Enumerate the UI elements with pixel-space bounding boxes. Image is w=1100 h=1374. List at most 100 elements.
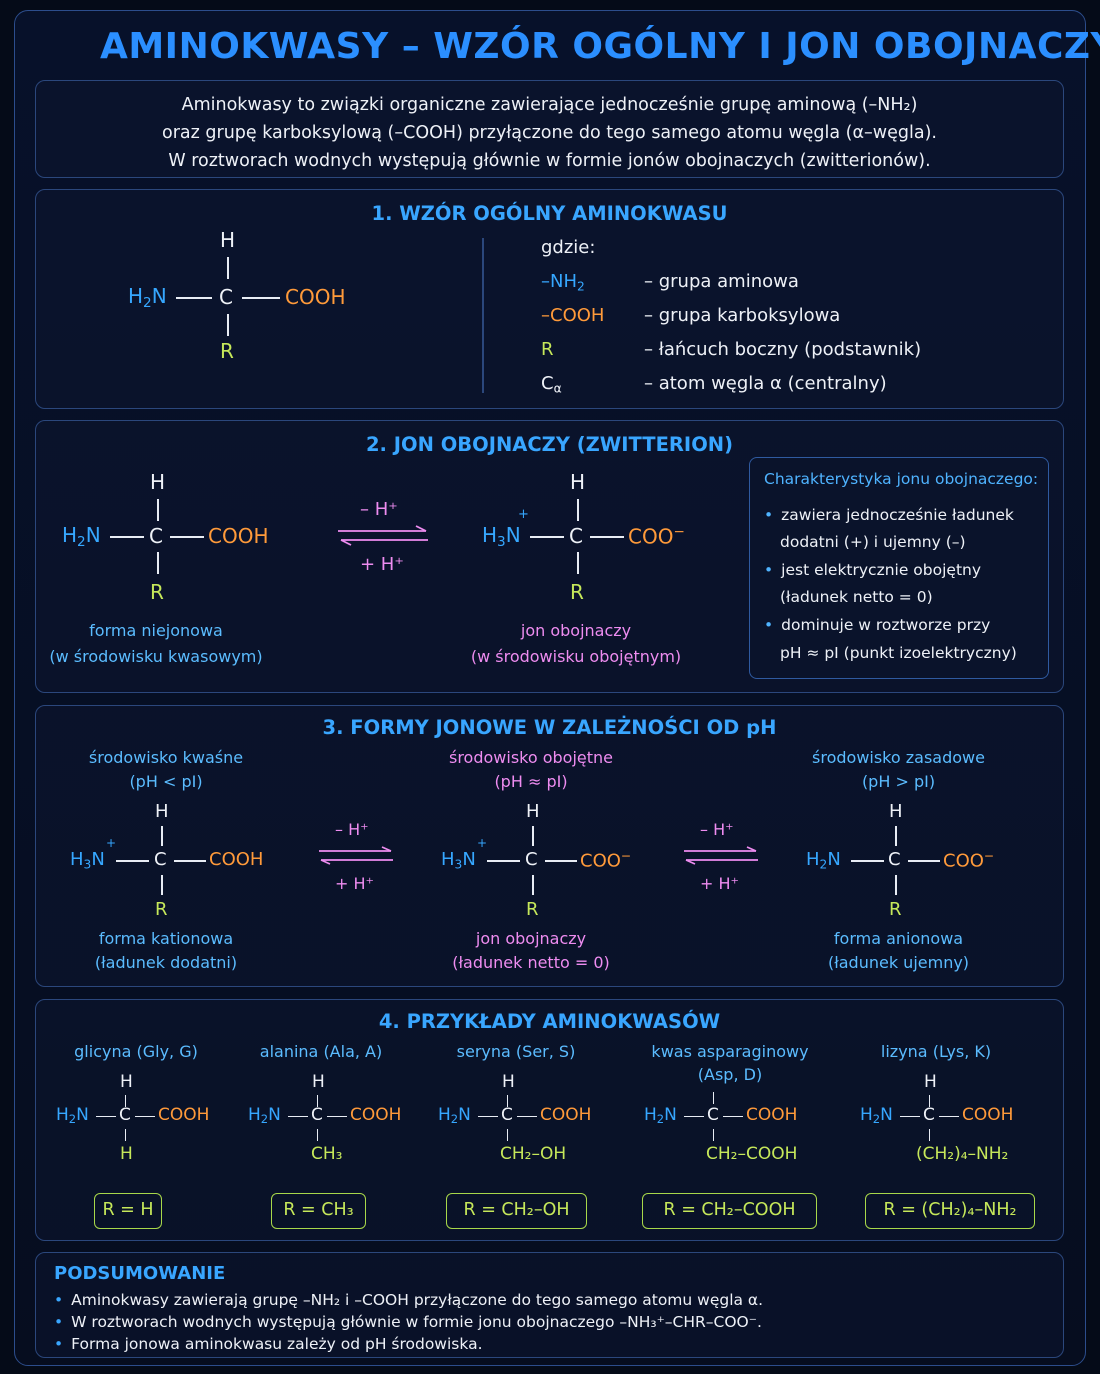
def-symbol-carboxyl: –COOH [541, 305, 605, 326]
bond-vertical [161, 875, 163, 895]
side-chain-r: R [889, 899, 902, 920]
section-examples: 4. PRZYKŁADY AMINOKWASÓW glicyna (Gly, G… [35, 999, 1064, 1241]
atom-carbon: C [923, 1105, 935, 1125]
intro-line-2: oraz grupę karboksylową (–COOH) przyłącz… [162, 123, 937, 143]
bond-vertical [577, 552, 579, 574]
equilibrium-arrow-icon [338, 525, 428, 546]
arrow-label-bottom: + H⁺ [335, 874, 374, 893]
bond-vertical [532, 875, 534, 895]
char-item-2: •jest elektrycznie obojętny [764, 561, 982, 579]
bond-vertical [507, 1129, 509, 1141]
atom-h: H [150, 470, 166, 494]
anionic-caption-2: (ładunek ujemny) [827, 953, 970, 972]
arrow-label-top: – H⁺ [360, 499, 398, 520]
zwitterion-caption-1: jon obojnaczy [520, 621, 632, 640]
equilibrium-arrows-2: – H⁺ + H⁺ [682, 820, 762, 896]
atom-h: H [924, 1072, 937, 1092]
nonionic-caption-2: (w środowisku kwasowym) [49, 647, 263, 666]
atom-h: H [312, 1072, 325, 1092]
atom-carbon: C [525, 849, 538, 870]
atom-h: H [220, 228, 236, 252]
rgroup-box-aspartic-acid: R = CH₂–COOH [642, 1193, 817, 1229]
carboxyl-group: COOH [209, 849, 264, 870]
atom-h: H [502, 1072, 515, 1092]
equilibrium-arrows: – H⁺ + H⁺ [336, 499, 436, 579]
acid-header-2: (pH < pI) [129, 772, 203, 791]
bond-vertical [713, 1129, 715, 1141]
bond-vertical [227, 257, 229, 279]
bond-horizontal [327, 1116, 347, 1118]
bond-horizontal [900, 1116, 920, 1118]
where-label: gdzie: [541, 237, 596, 258]
bond-vertical [317, 1095, 319, 1107]
side-chain-r: R [570, 580, 584, 604]
summary-item-1: •Aminokwasy zawierają grupę –NH₂ i –COOH… [54, 1291, 764, 1309]
carboxylate-group: COO− [943, 849, 995, 872]
cationic-caption-1: forma kationowa [98, 929, 234, 948]
bond-horizontal [288, 1116, 308, 1118]
rgroup-box-lysine: R = (CH₂)₄–NH₂ [865, 1193, 1035, 1229]
atom-h: H [155, 801, 169, 822]
amine-group: H2N [128, 284, 167, 311]
def-desc-r: – łańcuch boczny (podstawnik) [644, 339, 922, 360]
bond-vertical [929, 1095, 931, 1107]
neutral-header-1: środowisko obojętne [448, 748, 613, 767]
bond-horizontal [851, 860, 884, 862]
arrow-label-top: – H⁺ [700, 820, 734, 839]
char-item-2-cont: (ładunek netto = 0) [780, 588, 933, 606]
bond-vertical [125, 1095, 127, 1107]
plus-charge: + [477, 836, 488, 850]
example-name-aspartic-acid: kwas asparaginowy [651, 1042, 809, 1061]
char-item-3: •dominuje w roztworze przy [764, 616, 991, 634]
arrow-label-top: – H⁺ [335, 820, 369, 839]
carboxylate-group: COO− [628, 524, 685, 549]
atom-h: H [570, 470, 586, 494]
bond-vertical [577, 499, 579, 521]
acid-header-1: środowisko kwaśne [88, 748, 244, 767]
def-symbol-r: R [541, 339, 554, 360]
anionic-caption-1: forma anionowa [833, 929, 964, 948]
def-desc-amine: – grupa aminowa [644, 271, 799, 292]
side-chain-r: R [220, 339, 234, 363]
bond-horizontal [135, 1116, 155, 1118]
atom-carbon: C [569, 524, 583, 548]
side-chain: H [120, 1144, 133, 1164]
bond-vertical [895, 826, 897, 846]
intro-line-1: Aminokwasy to związki organiczne zawiera… [181, 95, 918, 115]
bond-horizontal [545, 860, 577, 862]
cationic-caption-2: (ładunek dodatni) [94, 953, 238, 972]
bond-vertical [713, 1092, 715, 1104]
bond-horizontal [174, 860, 206, 862]
carboxyl-group: COOH [746, 1105, 798, 1125]
page-title: AMINOKWASY – WZÓR OGÓLNY I JON OBOJNACZY [100, 26, 1100, 67]
carboxylate-group: COO− [580, 849, 632, 872]
bond-horizontal [684, 1116, 704, 1118]
atom-h: H [120, 1072, 133, 1092]
rgroup-box-alanine: R = CH₃ [271, 1193, 366, 1229]
atom-carbon: C [707, 1105, 719, 1125]
carboxyl-group: COOH [208, 524, 269, 548]
atom-carbon: C [154, 849, 167, 870]
characteristics-title: Charakterystyka jonu obojnaczego: [764, 470, 1039, 488]
carboxyl-group: COOH [962, 1105, 1014, 1125]
summary-panel: PODSUMOWANIE •Aminokwasy zawierają grupę… [35, 1252, 1064, 1358]
char-item-3-cont: pH ≈ pI (punkt izoelektryczny) [780, 644, 1017, 662]
bond-vertical [161, 826, 163, 846]
nonionic-caption-1: forma niejonowa [89, 621, 223, 640]
summary-item-2: •W roztworach wodnych występują głównie … [54, 1313, 762, 1331]
bond-horizontal [110, 536, 144, 538]
ammonium-group: H3N [70, 849, 105, 872]
bond-vertical [532, 826, 534, 846]
bond-horizontal [939, 1116, 959, 1118]
example-name-glycine: glicyna (Gly, G) [74, 1042, 198, 1061]
bond-horizontal [176, 297, 212, 299]
atom-carbon: C [119, 1105, 131, 1125]
rgroup-box-glycine: R = H [94, 1193, 162, 1229]
side-chain-r: R [526, 899, 539, 920]
bond-vertical [895, 875, 897, 895]
amine-group: H2N [56, 1105, 89, 1127]
rgroup-box-serine: R = CH₂–OH [446, 1193, 587, 1229]
bond-vertical [125, 1129, 127, 1141]
divider [482, 238, 484, 393]
basic-header-2: (pH > pI) [861, 772, 936, 791]
